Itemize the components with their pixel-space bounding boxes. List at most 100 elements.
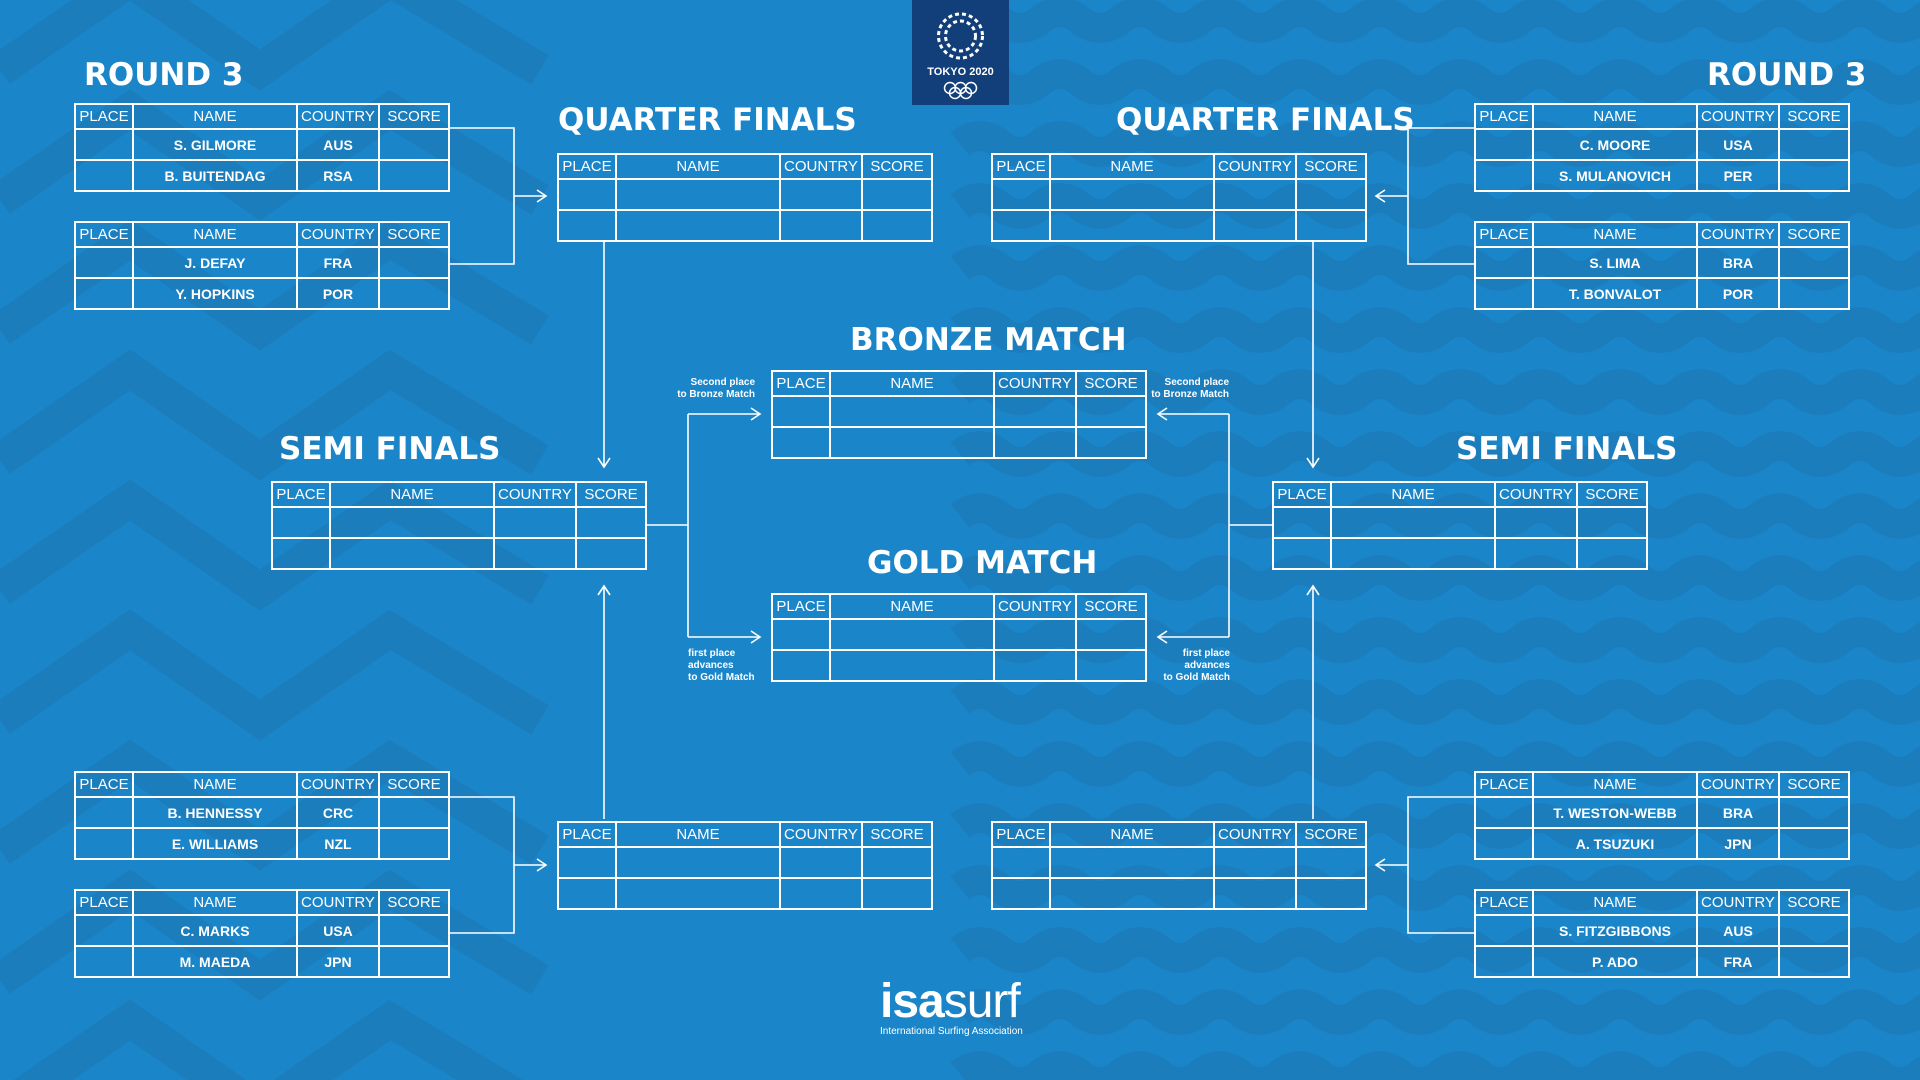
cell-country: POR xyxy=(296,277,380,310)
table-row xyxy=(771,395,1147,428)
cell-country: FRA xyxy=(296,246,380,279)
cell-country xyxy=(779,209,863,242)
cell-name xyxy=(829,649,995,682)
cell-score xyxy=(575,506,647,539)
cell-country xyxy=(1213,178,1297,211)
cell-place xyxy=(1474,277,1534,310)
header-score: SCORE xyxy=(1778,771,1850,798)
table-row xyxy=(1272,506,1648,539)
cell-country: USA xyxy=(296,914,380,947)
cell-name: C. MOORE xyxy=(1532,128,1698,161)
header-country: COUNTRY xyxy=(993,370,1077,397)
cell-place xyxy=(1474,796,1534,829)
cell-place xyxy=(1474,159,1534,192)
header-name: NAME xyxy=(1532,771,1698,798)
table-row xyxy=(271,537,647,570)
header-score: SCORE xyxy=(1295,153,1367,180)
cell-name: J. DEFAY xyxy=(132,246,298,279)
cell-name xyxy=(1330,537,1496,570)
cell-score xyxy=(378,827,450,860)
cell-country xyxy=(993,395,1077,428)
header-country: COUNTRY xyxy=(493,481,577,508)
cell-country xyxy=(993,426,1077,459)
header-place: PLACE xyxy=(1474,221,1534,248)
cell-country xyxy=(1213,846,1297,879)
cell-country: USA xyxy=(1696,128,1780,161)
cell-score xyxy=(1075,426,1147,459)
cell-country: PER xyxy=(1696,159,1780,192)
header-country: COUNTRY xyxy=(1213,821,1297,848)
header-name: NAME xyxy=(615,153,781,180)
cell-place xyxy=(991,209,1051,242)
cell-place xyxy=(74,796,134,829)
header-name: NAME xyxy=(829,593,995,620)
header-place: PLACE xyxy=(557,821,617,848)
header-name: NAME xyxy=(829,370,995,397)
header-score: SCORE xyxy=(378,771,450,798)
header-place: PLACE xyxy=(991,821,1051,848)
cell-place xyxy=(771,618,831,651)
cell-name: T. BONVALOT xyxy=(1532,277,1698,310)
cell-name: S. LIMA xyxy=(1532,246,1698,279)
cell-name: T. WESTON-WEBB xyxy=(1532,796,1698,829)
cell-country xyxy=(779,178,863,211)
header-name: NAME xyxy=(1532,221,1698,248)
header-country: COUNTRY xyxy=(1213,153,1297,180)
cell-score xyxy=(1295,209,1367,242)
header-country: COUNTRY xyxy=(993,593,1077,620)
cell-country xyxy=(1213,209,1297,242)
cell-place xyxy=(991,178,1051,211)
header-score: SCORE xyxy=(1295,821,1367,848)
cell-score xyxy=(378,914,450,947)
gold-match-title: GOLD MATCH xyxy=(867,545,1098,581)
table-row xyxy=(1272,537,1648,570)
header-score: SCORE xyxy=(1075,593,1147,620)
header-country: COUNTRY xyxy=(296,103,380,130)
header-country: COUNTRY xyxy=(779,821,863,848)
cell-name xyxy=(615,846,781,879)
cell-place xyxy=(74,945,134,978)
header-place: PLACE xyxy=(271,481,331,508)
cell-place xyxy=(991,846,1051,879)
table-row xyxy=(557,846,933,879)
cell-score xyxy=(861,209,933,242)
bronze-match-title: BRONZE MATCH xyxy=(850,322,1127,358)
cell-name: S. GILMORE xyxy=(132,128,298,161)
cell-name xyxy=(615,178,781,211)
cell-place xyxy=(74,128,134,161)
header-place: PLACE xyxy=(771,593,831,620)
header-place: PLACE xyxy=(74,103,134,130)
table-row xyxy=(557,178,933,211)
cell-place xyxy=(74,914,134,947)
header-place: PLACE xyxy=(1474,889,1534,916)
cell-country: NZL xyxy=(296,827,380,860)
header-country: COUNTRY xyxy=(1696,103,1780,130)
cell-name xyxy=(615,209,781,242)
cell-score xyxy=(1778,827,1850,860)
cell-country: JPN xyxy=(1696,827,1780,860)
cell-name xyxy=(829,618,995,651)
cell-name: A. TSUZUKI xyxy=(1532,827,1698,860)
table-row xyxy=(771,618,1147,651)
header-name: NAME xyxy=(1532,103,1698,130)
